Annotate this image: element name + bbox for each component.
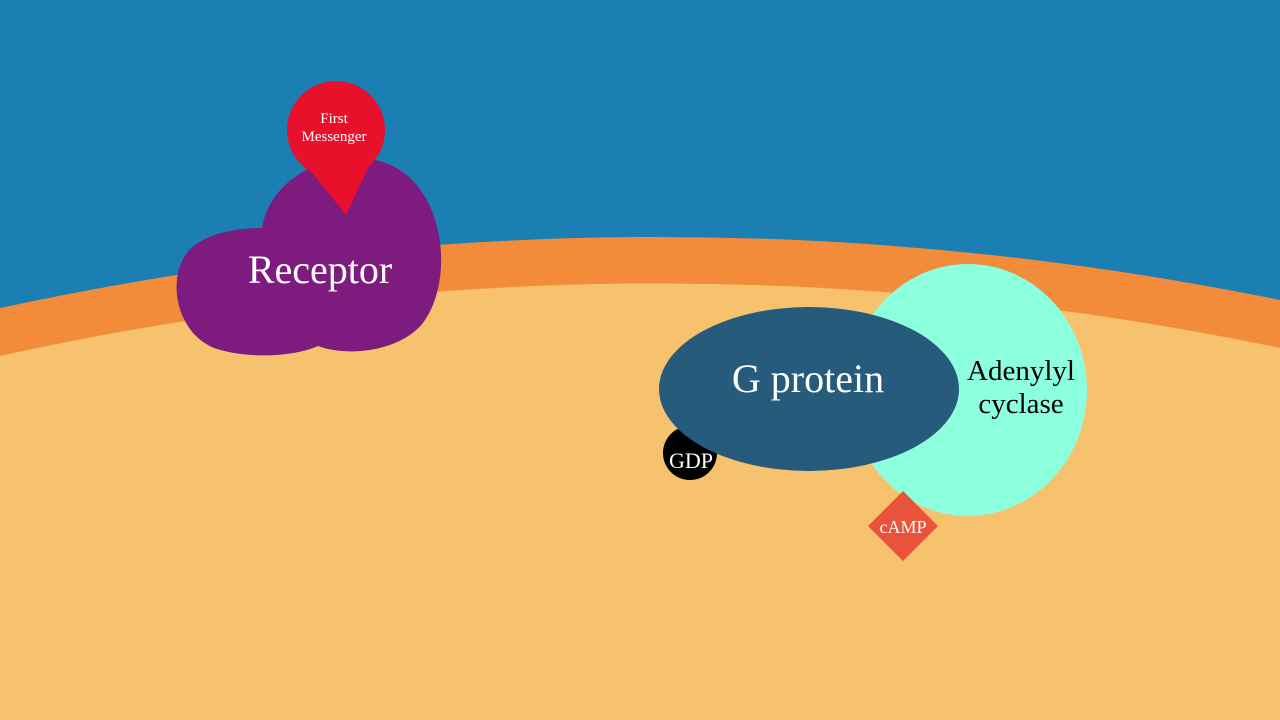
cytoplasm	[0, 283, 1280, 720]
first-messenger-shape	[287, 81, 385, 179]
camp-shape	[868, 491, 938, 561]
camp: cAMP	[868, 491, 938, 561]
camp-label: cAMP	[879, 517, 926, 537]
first-messenger-label-line1: First	[320, 111, 348, 127]
adenylyl-cyclase: Adenylyl cyclase	[849, 264, 1087, 516]
adenylyl-cyclase-shape	[849, 264, 1087, 516]
first-messenger: First Messenger	[287, 81, 385, 215]
receptor-shape	[176, 157, 442, 356]
g-protein: G protein	[659, 307, 959, 471]
first-messenger-label-line2: Messenger	[302, 129, 367, 145]
receptor-label: Receptor	[248, 247, 392, 292]
gdp-label: GDP	[669, 448, 713, 473]
adenylyl-cyclase-label-line2: cyclase	[978, 388, 1063, 420]
g-protein-label: G protein	[732, 356, 884, 401]
adenylyl-cyclase-label-line1: Adenylyl	[967, 355, 1075, 387]
g-protein-shape	[659, 307, 959, 471]
receptor: Receptor	[176, 157, 442, 356]
first-messenger-tip	[300, 158, 372, 215]
